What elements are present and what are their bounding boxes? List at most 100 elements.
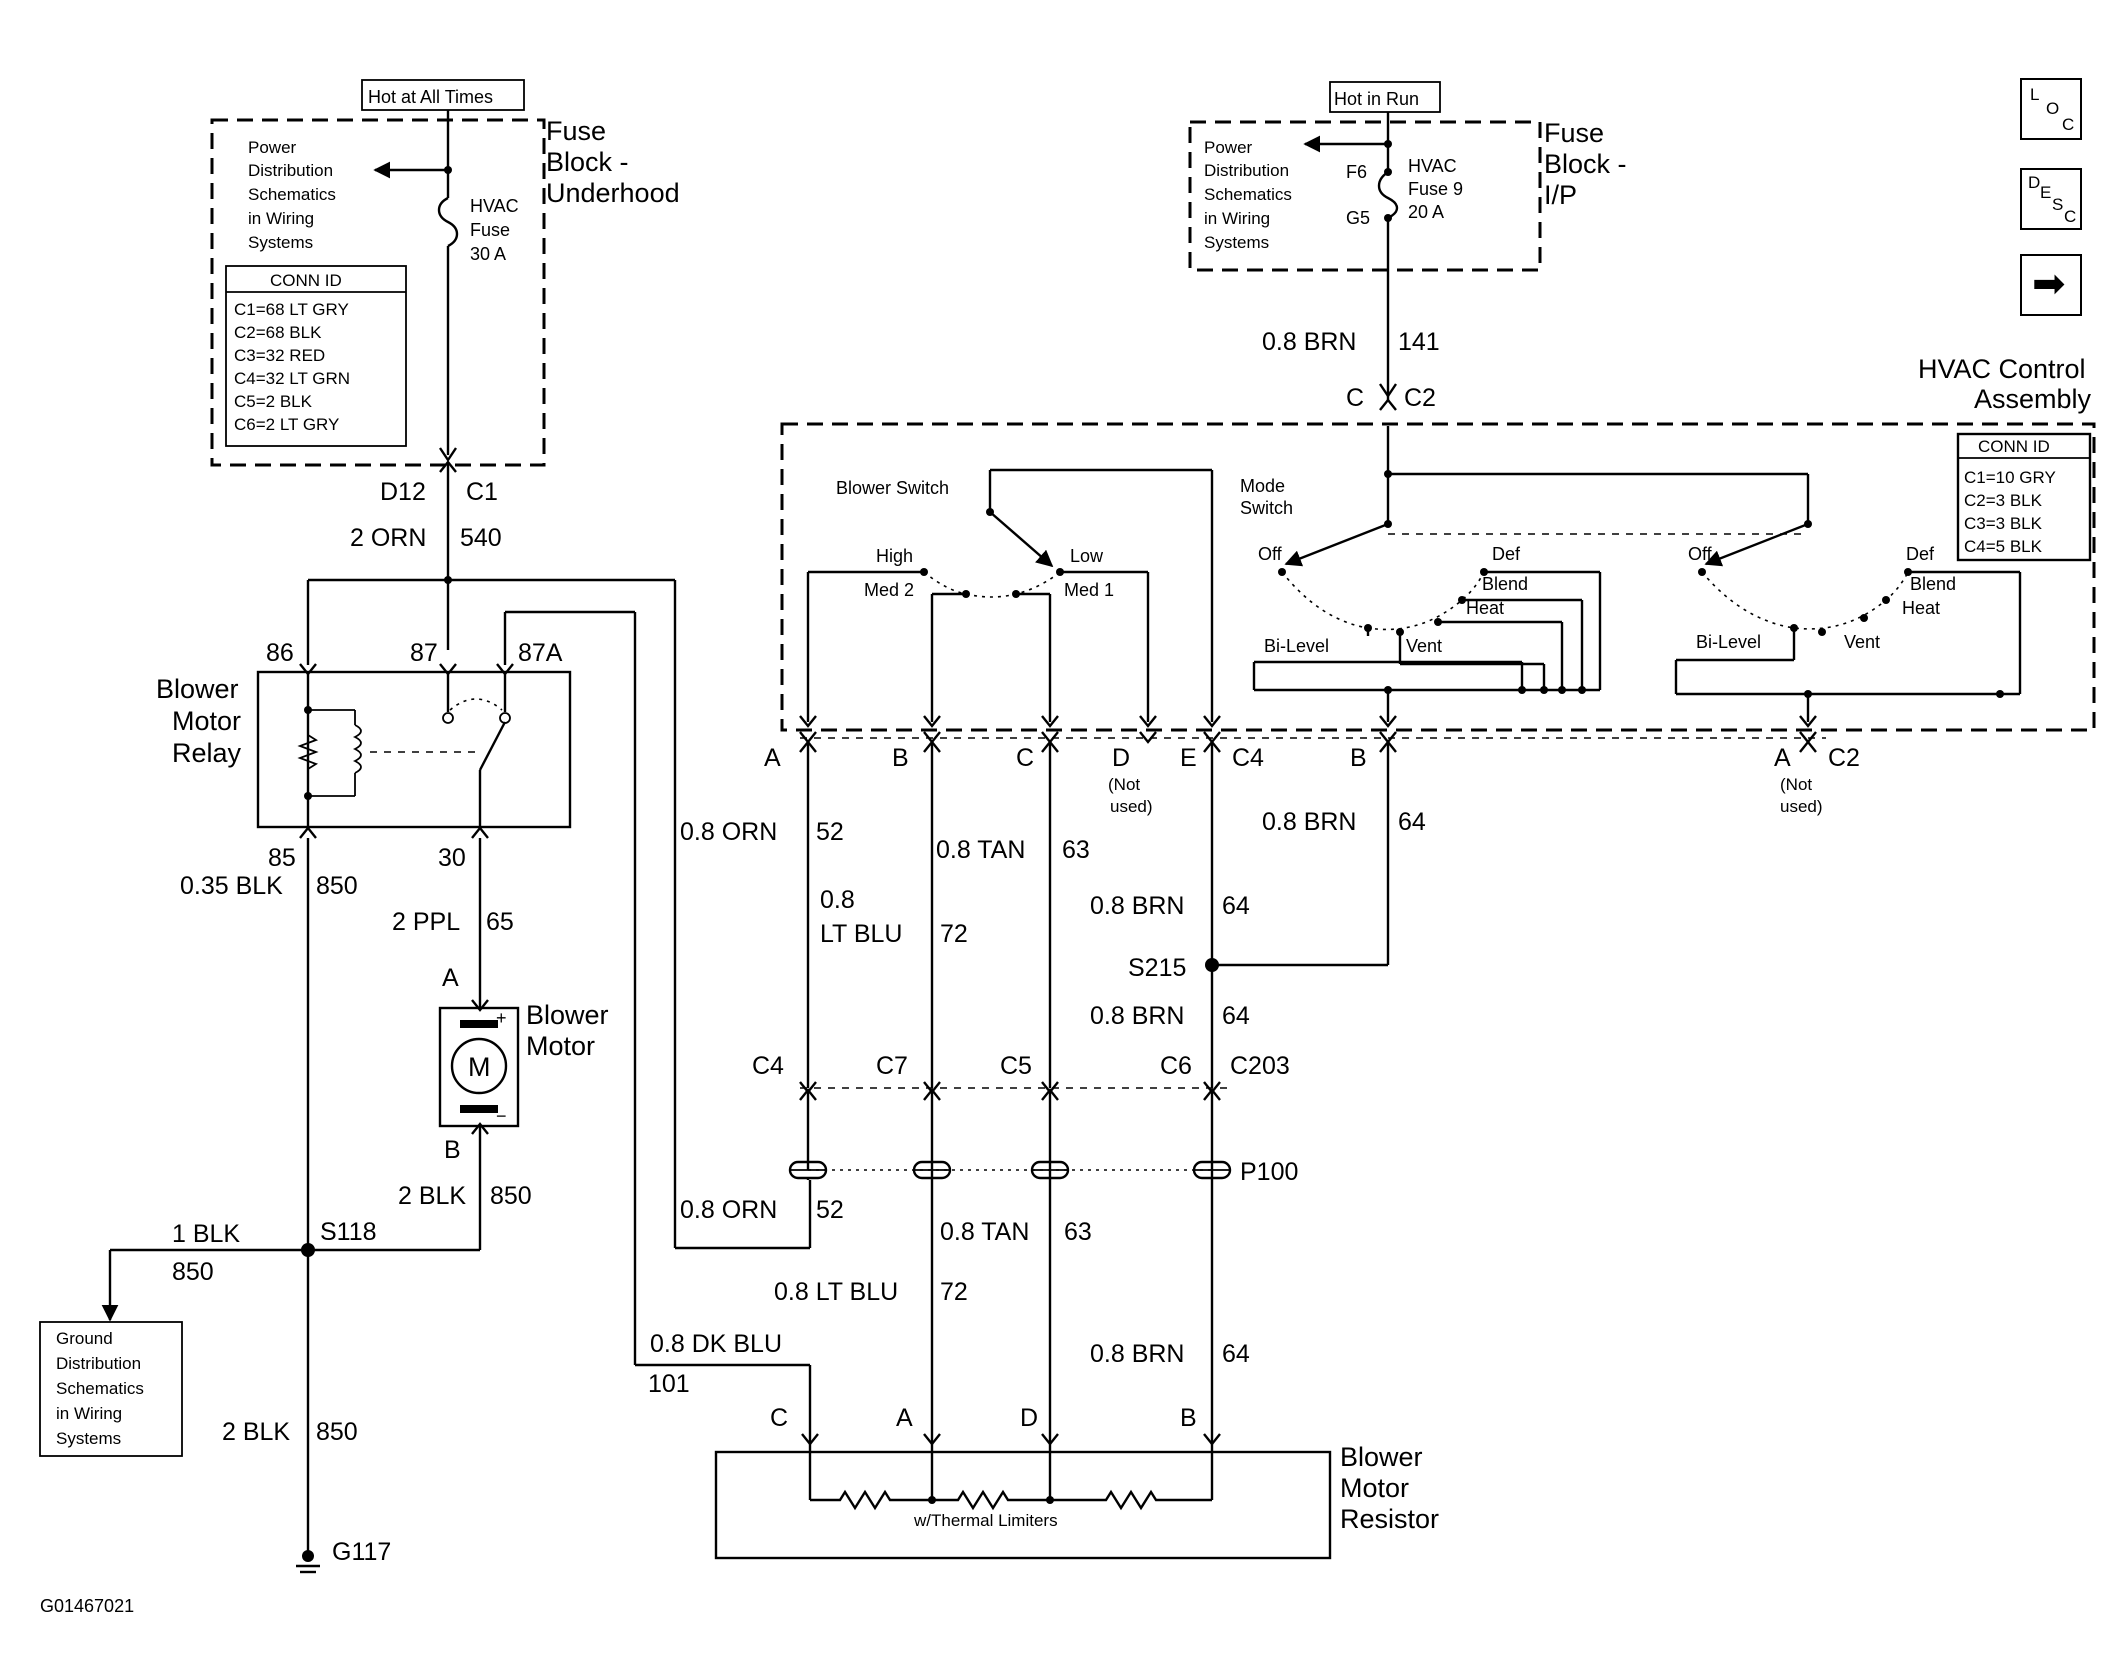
svg-text:Systems: Systems bbox=[1204, 233, 1269, 252]
ground-distribution-ref: Ground Distribution Schematics in Wiring… bbox=[39, 1321, 183, 1457]
resistor-pin-a: A bbox=[896, 1404, 913, 1432]
wire-52-circuit-a: 52 bbox=[816, 818, 844, 846]
svg-text:30 A: 30 A bbox=[470, 244, 506, 264]
svg-text:Fuse 9: Fuse 9 bbox=[1408, 179, 1463, 199]
wire-08-orn-label-a: 0.8 ORN bbox=[680, 818, 777, 846]
svg-text:C1=10 GRY: C1=10 GRY bbox=[1964, 468, 2056, 487]
blower-high-label: High bbox=[876, 546, 913, 566]
fuse-block-underhood: Hot at All Times Fuse Block - Underhood … bbox=[210, 79, 680, 467]
wire-08-ltblu-label-b: 0.8 LT BLU bbox=[774, 1278, 898, 1306]
svg-text:Distribution: Distribution bbox=[248, 161, 333, 180]
svg-text:Power: Power bbox=[1204, 138, 1253, 157]
mode2-def-label: Def bbox=[1906, 544, 1935, 564]
wire-64-circuit-a: 64 bbox=[1222, 892, 1250, 920]
wire-08-brn-label-s215top: 0.8 BRN bbox=[1262, 808, 1356, 836]
mode1-blend-label: Blend bbox=[1482, 574, 1528, 594]
wire-850-circuit-a: 850 bbox=[316, 872, 358, 900]
wire-540-circuit: 540 bbox=[460, 524, 502, 552]
hvac-title-1: HVAC Control bbox=[1918, 354, 2086, 384]
connector-d12-label: D12 bbox=[380, 478, 426, 506]
c203-pin-c4: C4 bbox=[752, 1052, 784, 1080]
pin-d-not-used-2: used) bbox=[1110, 797, 1153, 816]
svg-text:CONN ID: CONN ID bbox=[270, 271, 342, 290]
loc-letter-o: O bbox=[2046, 99, 2060, 118]
mode2-bilevel-label: Bi-Level bbox=[1696, 632, 1761, 652]
hvac-pin-e: E bbox=[1180, 744, 1197, 772]
svg-text:C3=3 BLK: C3=3 BLK bbox=[1964, 514, 2043, 533]
resistor-element-3-icon bbox=[1050, 1489, 1212, 1511]
hvac-pin-a: A bbox=[764, 744, 781, 772]
svg-text:C2=68 BLK: C2=68 BLK bbox=[234, 323, 322, 342]
wire-2-blk-label-b: 2 BLK bbox=[222, 1418, 290, 1446]
splice-s215-label: S215 bbox=[1128, 954, 1186, 982]
motor-title-1: Blower bbox=[526, 1000, 609, 1030]
resistor-pin-c: C bbox=[770, 1404, 788, 1432]
mode2-blend-label: Blend bbox=[1910, 574, 1956, 594]
svg-text:Schematics: Schematics bbox=[248, 185, 336, 204]
ground-g117-label: G117 bbox=[332, 1538, 391, 1566]
connector-c-label: C bbox=[1346, 384, 1364, 412]
location-button[interactable]: L O C bbox=[2020, 78, 2082, 140]
fuse-block-ip-title-1: Fuse bbox=[1544, 118, 1604, 148]
wire-850-circuit-b: 850 bbox=[490, 1182, 532, 1210]
fuse-block-ip-title-2: Block - bbox=[1544, 149, 1627, 179]
svg-text:Schematics: Schematics bbox=[1204, 185, 1292, 204]
c203-pin-c7: C7 bbox=[876, 1052, 908, 1080]
svg-text:Power: Power bbox=[248, 138, 297, 157]
mode1-off-label: Off bbox=[1258, 544, 1283, 564]
fuse-block-underhood-title-3: Underhood bbox=[546, 178, 680, 208]
resistor-title-2: Motor bbox=[1340, 1473, 1409, 1503]
wire-035-blk-label: 0.35 BLK bbox=[180, 872, 283, 900]
hvac-c2-pin-a: A bbox=[1774, 744, 1791, 772]
resistor-pin-b: B bbox=[1180, 1404, 1197, 1432]
svg-text:Systems: Systems bbox=[248, 233, 313, 252]
resistor-title-1: Blower bbox=[1340, 1442, 1423, 1472]
pin-a-not-used-2: used) bbox=[1780, 797, 1823, 816]
svg-text:C6=2 LT GRY: C6=2 LT GRY bbox=[234, 415, 339, 434]
svg-text:C5=2 BLK: C5=2 BLK bbox=[234, 392, 313, 411]
svg-text:HVAC: HVAC bbox=[470, 196, 519, 216]
hvac-fuse-9-label: HVAC Fuse 9 20 A bbox=[1408, 156, 1463, 222]
loc-letter-l: L bbox=[2030, 85, 2040, 104]
motor-pin-a: A bbox=[442, 964, 459, 992]
splice-s215 bbox=[1205, 958, 1219, 972]
mode1-def-label: Def bbox=[1492, 544, 1521, 564]
mode1-bilevel-label: Bi-Level bbox=[1264, 636, 1329, 656]
svg-text:C2=3 BLK: C2=3 BLK bbox=[1964, 491, 2043, 510]
wire-08-brn-label-c: 0.8 BRN bbox=[1090, 1340, 1184, 1368]
fuse-block-underhood-title-1: Fuse bbox=[546, 116, 606, 146]
wire-08-brn-label-a: 0.8 BRN bbox=[1090, 892, 1184, 920]
wire-101-circuit: 101 bbox=[648, 1370, 690, 1398]
relay-diode-resistor-icon bbox=[297, 734, 319, 770]
desc-letter-s: S bbox=[2052, 195, 2064, 214]
hvac-title-2: Assembly bbox=[1974, 384, 2092, 414]
resistor-element-2-icon bbox=[932, 1489, 1050, 1511]
fuse-block-ip: Hot in Run Fuse Block - I/P Power Distri… bbox=[1188, 81, 1627, 272]
connector-p100-label: P100 bbox=[1240, 1158, 1298, 1186]
resistor-pin-d: D bbox=[1020, 1404, 1038, 1432]
mode2-off-label: Off bbox=[1688, 544, 1713, 564]
blower-motor-resistor: C A D B Blower Motor Resistor w/Thermal … bbox=[714, 1404, 1439, 1560]
fuse-30a-symbol bbox=[437, 196, 459, 248]
blower-low-label: Low bbox=[1070, 546, 1104, 566]
connector-c1-label: C1 bbox=[466, 478, 498, 506]
desc-letter-d: D bbox=[2028, 173, 2041, 192]
wire-141-circuit: 141 bbox=[1398, 328, 1440, 356]
blower-motor: M + − Blower Motor bbox=[438, 1000, 609, 1128]
wire-08-brn-label-top: 0.8 BRN bbox=[1262, 328, 1356, 356]
description-button[interactable]: D E S C bbox=[2020, 168, 2082, 230]
next-page-button[interactable]: ➡ bbox=[2020, 254, 2082, 316]
svg-text:CONN ID: CONN ID bbox=[1978, 437, 2050, 456]
wire-65-circuit: 65 bbox=[486, 908, 514, 936]
wire-08-dkblu-label: 0.8 DK BLU bbox=[650, 1330, 782, 1358]
hvac-pin-d: D bbox=[1112, 744, 1130, 772]
wire-64-circuit-s215top: 64 bbox=[1398, 808, 1426, 836]
svg-text:20 A: 20 A bbox=[1408, 202, 1444, 222]
svg-text:HVAC: HVAC bbox=[1408, 156, 1457, 176]
svg-text:Schematics: Schematics bbox=[56, 1379, 144, 1398]
mode1-vent-label: Vent bbox=[1406, 636, 1442, 656]
hot-at-all-times-label: Hot at All Times bbox=[368, 87, 493, 107]
connector-c2-label-top: C2 bbox=[1404, 384, 1436, 412]
hvac-connector-c4: A B C D E C4 (Not used) B A C2 (Not used… bbox=[764, 731, 1860, 816]
